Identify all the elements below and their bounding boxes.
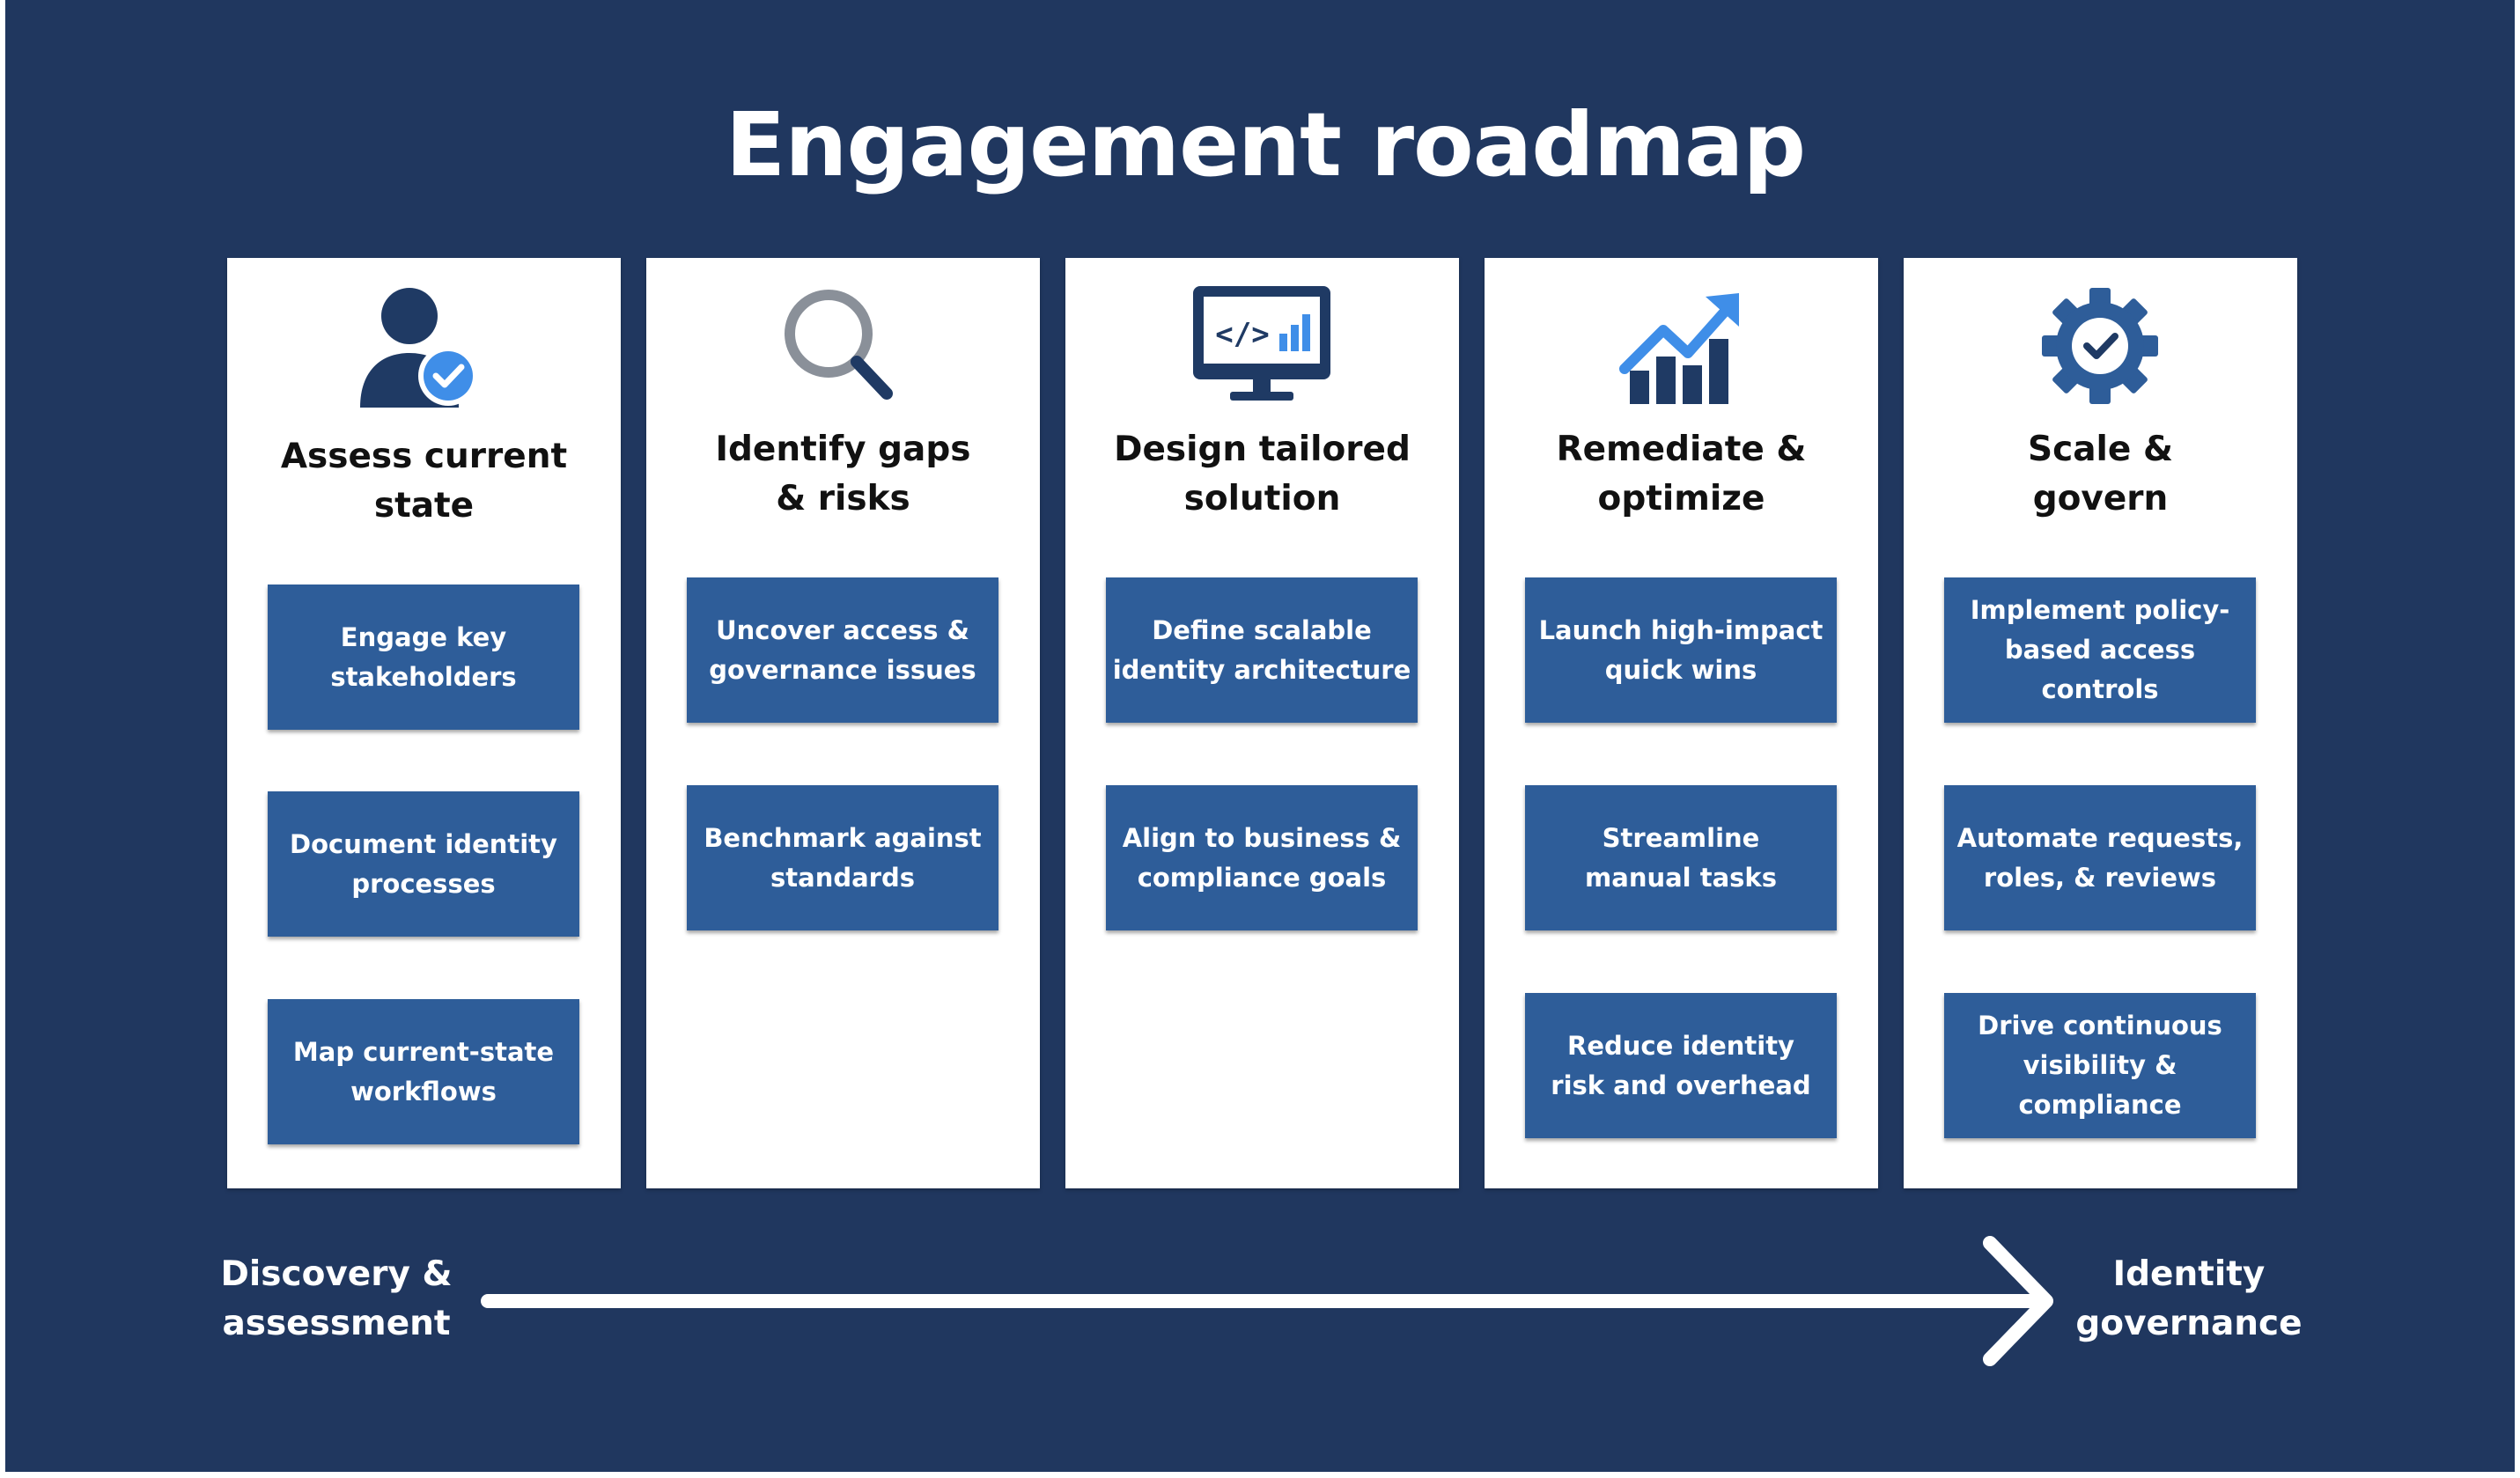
page-title: Engagement roadmap xyxy=(725,93,1806,196)
phase-card-identify: Identify gaps & risks Uncover access & g… xyxy=(646,258,1040,1188)
task-box: Align to business & compliance goals xyxy=(1106,785,1418,930)
phase-card-assess: Assess current state Engage key stakehol… xyxy=(227,258,621,1188)
person-check-icon xyxy=(353,284,494,408)
task-box: Implement policy- based access controls xyxy=(1944,577,2256,723)
phase-title: Assess current state xyxy=(280,437,568,526)
task-box: Drive continuous visibility & compliance xyxy=(1944,993,2256,1138)
phase-title: Design tailored solution xyxy=(1114,430,1411,518)
task-box: Streamline manual tasks xyxy=(1525,785,1837,930)
growth-chart-icon xyxy=(1610,284,1751,408)
task-box: Map current-state workflows xyxy=(268,999,579,1144)
slide-background: Engagement roadmap Assess current state … xyxy=(5,0,2515,1472)
task-box: Benchmark against standards xyxy=(687,785,998,930)
phase-card-remediate: Remediate & optimize Launch high-impact … xyxy=(1485,258,1878,1188)
phase-card-scale: Scale & govern Implement policy- based a… xyxy=(1904,258,2297,1188)
task-box: Automate requests, roles, & reviews xyxy=(1944,785,2256,930)
task-box: Reduce identity risk and overhead xyxy=(1525,993,1837,1138)
phase-card-design: </> Design tailored solution Define scal… xyxy=(1065,258,1459,1188)
task-box: Uncover access & governance issues xyxy=(687,577,998,723)
timeline-start-label: Discovery & assessment xyxy=(220,1254,453,1343)
phase-title: Identify gaps & risks xyxy=(715,430,971,518)
svg-text:</>: </> xyxy=(1215,317,1269,352)
task-box: Engage key stakeholders xyxy=(268,585,579,730)
timeline-end-label: Identity governance xyxy=(2075,1254,2303,1343)
gear-check-icon xyxy=(2030,284,2170,408)
phase-title: Remediate & optimize xyxy=(1556,430,1807,518)
timeline-arrow-icon xyxy=(481,1232,2066,1373)
task-box: Define scalable identity architecture xyxy=(1106,577,1418,723)
task-box: Document identity processes xyxy=(268,791,579,937)
task-box: Launch high-impact quick wins xyxy=(1525,577,1837,723)
magnifying-glass-icon xyxy=(772,284,913,408)
monitor-code-icon: </> xyxy=(1191,284,1332,408)
phase-title: Scale & govern xyxy=(2028,430,2173,518)
